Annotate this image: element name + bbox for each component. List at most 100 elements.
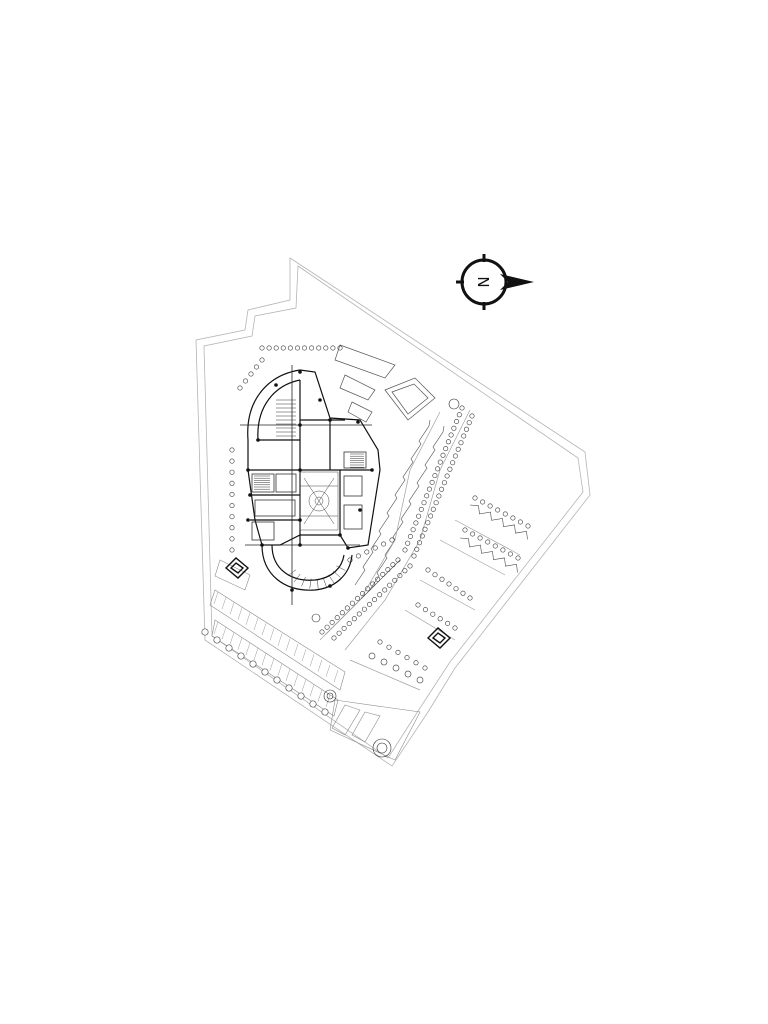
- shrub-symbol: [225, 644, 233, 652]
- column-dot: [318, 398, 322, 402]
- tree-symbol: [341, 625, 347, 631]
- tree-symbol: [389, 537, 395, 543]
- tree-symbol: [411, 553, 417, 559]
- shrub-symbol: [404, 670, 412, 678]
- tree-symbol: [480, 499, 486, 505]
- kiosk-south: [426, 627, 452, 649]
- stair-tread: [328, 574, 335, 584]
- tree-symbol: [456, 412, 462, 418]
- column-dot: [328, 418, 332, 422]
- tree-symbol: [386, 644, 392, 650]
- parking-stall-line: [317, 689, 323, 702]
- tree-symbol: [467, 595, 473, 601]
- stair-tread: [309, 578, 312, 589]
- tree-symbol: [319, 629, 325, 635]
- tree-symbol: [461, 433, 467, 439]
- south-parking: [329, 699, 421, 761]
- kiosk-west: [224, 557, 250, 579]
- tree-symbol: [500, 547, 506, 553]
- tree-symbol: [287, 345, 293, 351]
- tree-symbol: [404, 655, 410, 661]
- tree-symbol: [266, 345, 272, 351]
- tree-symbol: [316, 345, 322, 351]
- tree-symbol: [444, 473, 450, 479]
- column-dot: [290, 588, 294, 592]
- tree-symbol: [248, 371, 254, 377]
- parking-stall-line: [285, 638, 291, 651]
- structural-grid: [240, 365, 372, 605]
- tree-symbol: [455, 446, 461, 452]
- tree-symbol: [466, 420, 472, 426]
- tree-symbol: [415, 602, 421, 608]
- column-dot: [298, 370, 302, 374]
- west-parking: [209, 559, 346, 717]
- tree-symbol: [485, 539, 491, 545]
- parking-stall-line: [213, 621, 219, 635]
- tree-symbol: [334, 615, 340, 621]
- tree-symbol: [436, 493, 442, 499]
- tree-symbol: [402, 547, 408, 553]
- column-dot: [346, 546, 350, 550]
- tree-symbol: [416, 513, 422, 519]
- parking-stall-line: [261, 653, 267, 666]
- tree-symbol: [462, 527, 468, 533]
- tree-symbol: [454, 418, 460, 424]
- tree-symbol: [339, 610, 345, 616]
- tree-symbol: [380, 571, 386, 577]
- tree-symbol: [426, 486, 432, 492]
- main-building: [247, 369, 381, 591]
- tree-symbol: [437, 459, 443, 465]
- tree-symbol: [254, 364, 260, 370]
- tree-symbol: [346, 621, 352, 627]
- tree-symbol: [370, 581, 376, 587]
- shrub-symbol: [380, 658, 388, 666]
- tree-symbol: [445, 620, 451, 626]
- tree-symbol: [460, 590, 466, 596]
- tree-symbol: [447, 466, 453, 472]
- tree-symbol: [424, 493, 430, 499]
- tree-symbol: [259, 357, 265, 363]
- tree-symbol: [397, 573, 403, 579]
- stair-tread: [336, 565, 346, 571]
- column-dot: [298, 468, 302, 472]
- tree-symbol: [452, 625, 458, 631]
- tree-symbol: [448, 432, 454, 438]
- parking-stall-line: [317, 659, 323, 672]
- tree-symbol: [472, 495, 478, 501]
- column-dot: [260, 543, 264, 547]
- tree-symbol: [487, 503, 493, 509]
- parking-stall-line: [237, 637, 243, 650]
- tree-symbol: [229, 525, 235, 531]
- tree-symbol: [377, 639, 383, 645]
- parking-stall-line: [309, 654, 315, 667]
- tree-symbol: [452, 453, 458, 459]
- tree-symbol: [437, 616, 443, 622]
- parking-stall-line: [333, 669, 339, 683]
- shrub-symbol: [416, 676, 424, 684]
- tree-symbol: [402, 568, 408, 574]
- tree-symbol: [470, 531, 476, 537]
- tree-symbol: [439, 576, 445, 582]
- column-dot: [298, 518, 302, 522]
- tree-symbol: [421, 500, 427, 506]
- column-dot: [274, 383, 278, 387]
- shrub-symbol: [249, 660, 257, 668]
- landmark-trees: [311, 398, 460, 758]
- tree-symbol: [429, 479, 435, 485]
- tree-symbol: [445, 439, 451, 445]
- parking-stall-line: [269, 658, 275, 671]
- tree-symbol: [329, 619, 335, 625]
- tree-symbol: [441, 480, 447, 486]
- tree-symbol: [229, 480, 235, 486]
- tree-symbol: [440, 452, 446, 458]
- column-dot: [298, 423, 302, 427]
- column-dot: [370, 468, 374, 472]
- column-dot: [256, 438, 260, 442]
- parking-stall-line: [301, 649, 307, 662]
- landscape-trees: [229, 345, 531, 671]
- tree-symbol: [395, 649, 401, 655]
- tree-symbol: [419, 533, 425, 539]
- tree-symbol: [331, 635, 337, 641]
- tree-symbol: [414, 546, 420, 552]
